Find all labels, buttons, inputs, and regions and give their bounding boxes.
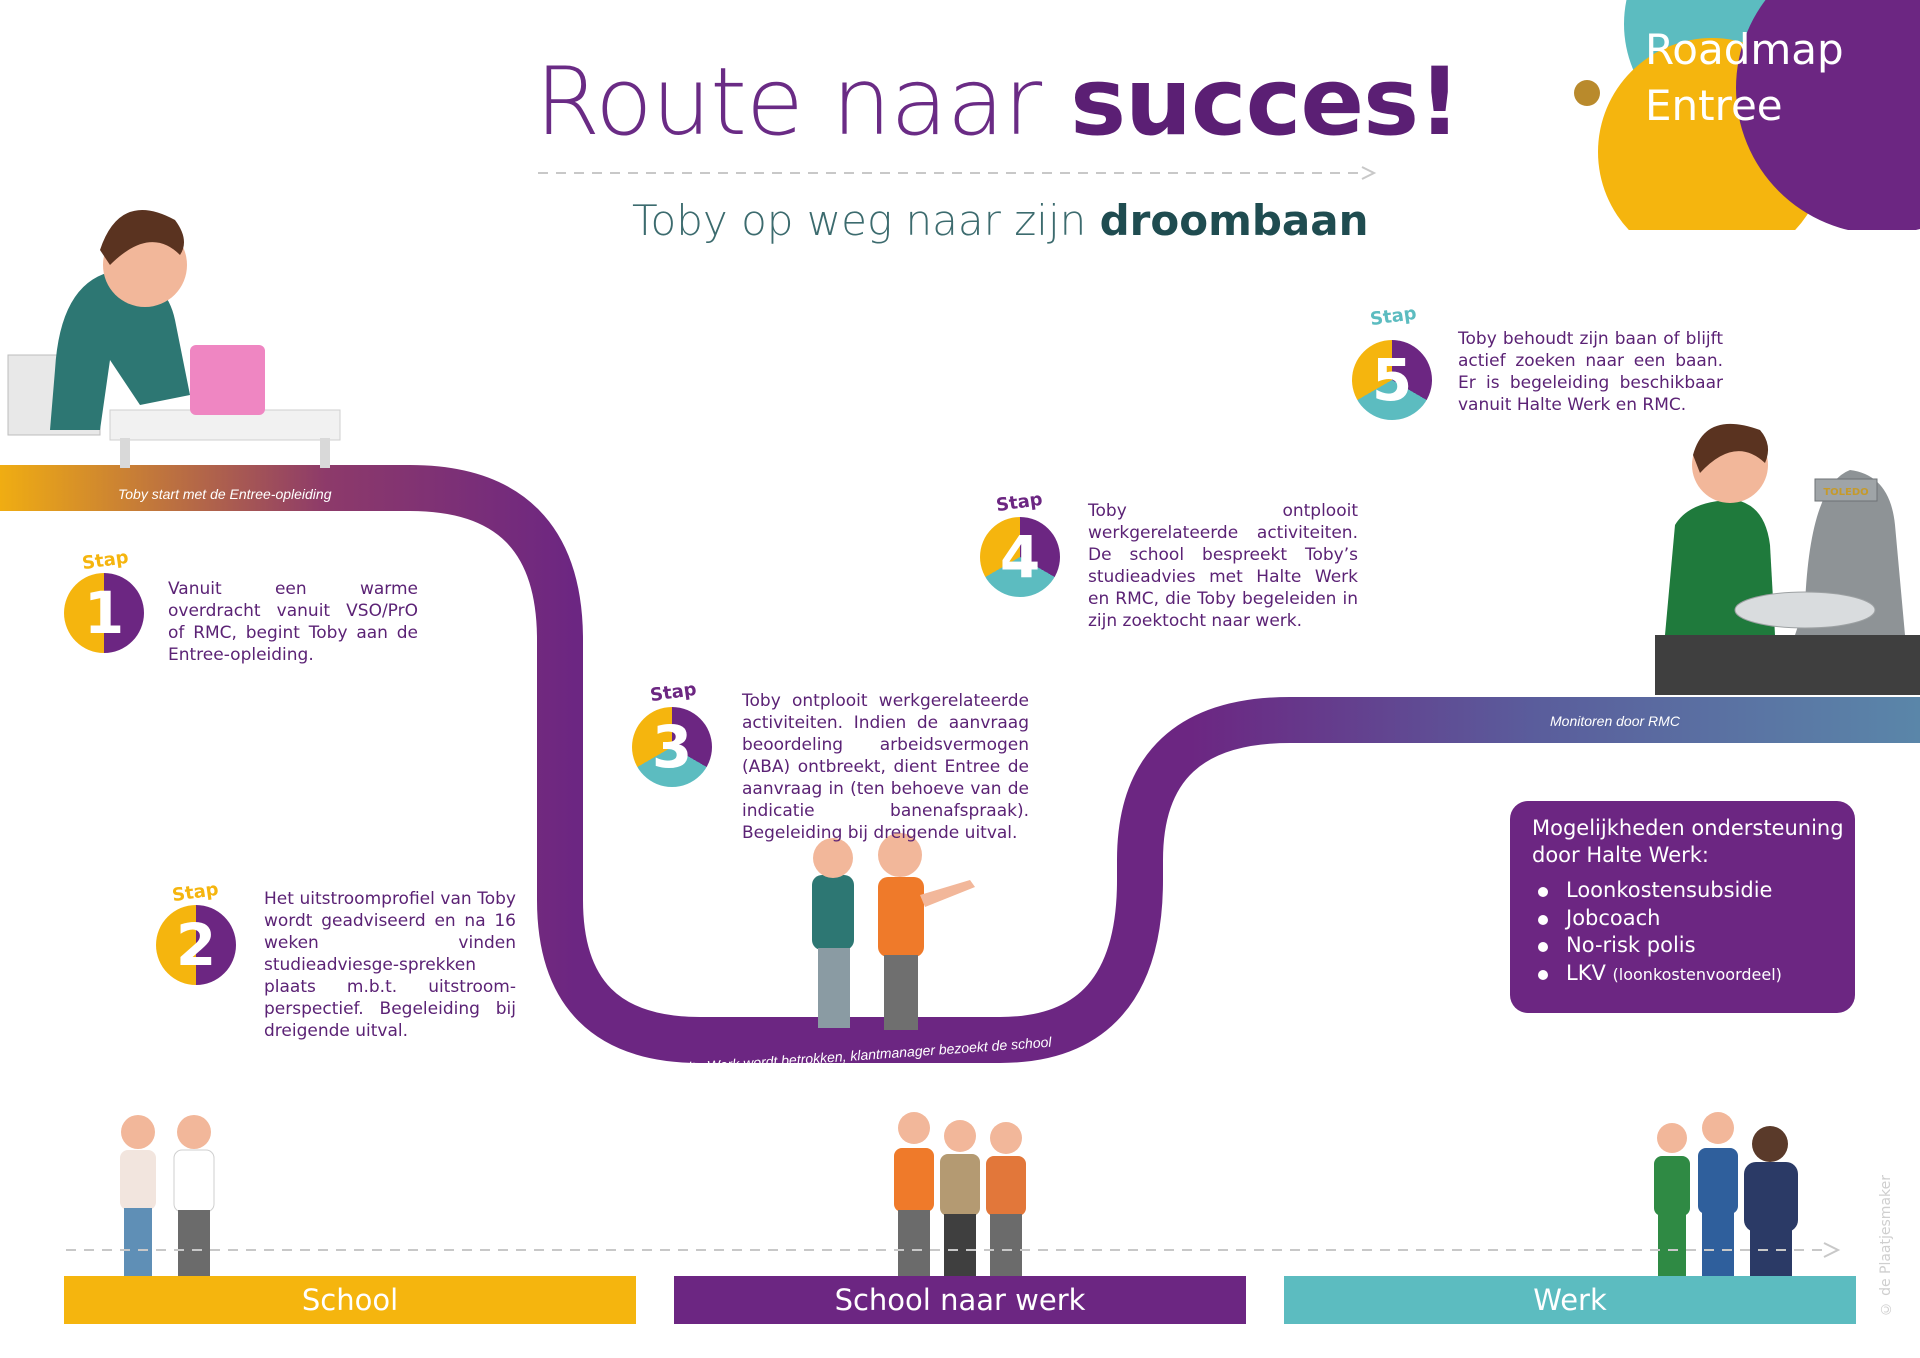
copyright: © de Plaatjesmaker	[1878, 1175, 1894, 1317]
mother-body	[120, 1150, 156, 1210]
support-box: Mogelijkheden ondersteuning door Halte W…	[1510, 801, 1855, 1013]
worker-c-body	[1744, 1162, 1798, 1232]
person-b-body	[940, 1154, 980, 1216]
support-item-lkv-note: (loonkostenvoordeel)	[1612, 964, 1782, 984]
toby-small-body	[812, 875, 854, 950]
step2-badge	[156, 905, 236, 985]
corner-purple-circle	[1736, 0, 1920, 230]
step3-badge	[632, 707, 712, 787]
corner-label-line2: Entree	[1645, 81, 1783, 130]
group-illustration	[894, 1112, 1026, 1282]
corner-label-line1: Roadmap	[1645, 25, 1844, 74]
parents-illustration	[120, 1115, 215, 1282]
subtitle-bold: droombaan	[1099, 196, 1369, 245]
road-label-start: Toby start met de Entree-opleiding	[118, 486, 332, 502]
toby-desk-illustration	[7, 210, 341, 468]
support-item-jobcoach: Jobcoach	[1538, 905, 1855, 933]
support-item-lkv: LKV (loonkostenvoordeel)	[1538, 960, 1855, 989]
step4-badge	[980, 517, 1060, 597]
step5-badge	[1352, 340, 1432, 420]
counter	[1655, 635, 1920, 695]
worker-a-body	[1654, 1156, 1690, 1216]
toby-scale-illustration: TOLEDO	[1655, 423, 1920, 695]
title-light: Route naar	[535, 48, 1071, 157]
support-item-loonkostensubsidie: Loonkostensubsidie	[1538, 877, 1855, 905]
title-bold: succes!	[1070, 48, 1461, 157]
father-body	[173, 1149, 215, 1213]
road	[0, 465, 1920, 1063]
step4-text: Toby ontplooit werkgerelateerde activite…	[1088, 501, 1358, 631]
corner-label: Roadmap Entree	[1645, 22, 1844, 134]
step5-text: Toby behoudt zijn baan of blijft actief …	[1458, 329, 1723, 415]
toby-small-head	[813, 838, 853, 878]
timeline-dashed-arrow	[66, 1242, 1841, 1258]
pointing-arm	[920, 880, 975, 907]
support-item-no-risk-polis: No-risk polis	[1538, 932, 1855, 960]
toby-hair	[100, 210, 184, 265]
workers-illustration	[1654, 1112, 1798, 1282]
scale-pan	[1734, 591, 1876, 629]
toby-body	[50, 272, 190, 430]
klantmanager-head	[878, 833, 922, 877]
father-head	[177, 1115, 211, 1149]
subtitle-light: Toby op weg naar zijn	[632, 196, 1100, 245]
person-c-body	[986, 1156, 1026, 1216]
page-title: Route naar succes!	[535, 48, 1461, 157]
phase-bar-school-naar-werk: School naar werk	[674, 1276, 1246, 1324]
step2-number: 2	[175, 911, 217, 979]
corner-dot	[1574, 80, 1600, 106]
step3-number: 3	[651, 713, 693, 781]
title-dashed-arrow	[538, 166, 1377, 180]
mother-head	[121, 1115, 155, 1149]
phase-bar-school: School	[64, 1276, 636, 1324]
step5-number: 5	[1371, 346, 1413, 414]
road-label-monitor: Monitoren door RMC	[1550, 713, 1680, 729]
klantmanager-body	[878, 877, 924, 957]
step2-text: Het uitstroomprofiel van Toby wordt gead…	[264, 889, 516, 1041]
step1-text: Vanuit een warme overdracht vanuit VSO/P…	[168, 579, 418, 665]
toby-klantmanager-illustration	[812, 833, 975, 1030]
step3-text: Toby ontplooit werkgerelateerde activite…	[742, 691, 1029, 843]
book-icon	[190, 345, 265, 415]
toby-hair-2	[1693, 423, 1769, 473]
person-a-body	[894, 1148, 934, 1212]
support-title: Mogelijkheden ondersteuning door Halte W…	[1532, 816, 1844, 867]
road-path	[0, 465, 1920, 1063]
page-subtitle: Toby op weg naar zijn droombaan	[632, 196, 1369, 245]
step4-number: 4	[999, 523, 1041, 591]
support-list: Loonkostensubsidie Jobcoach No-risk poli…	[1538, 877, 1855, 989]
step1-badge	[64, 573, 144, 653]
corner-decoration	[1574, 0, 1920, 230]
phase-bar-werk: Werk	[1284, 1276, 1856, 1324]
step1-number: 1	[83, 579, 125, 647]
scale-brand: TOLEDO	[1823, 487, 1868, 498]
worker-b-body	[1698, 1148, 1738, 1214]
